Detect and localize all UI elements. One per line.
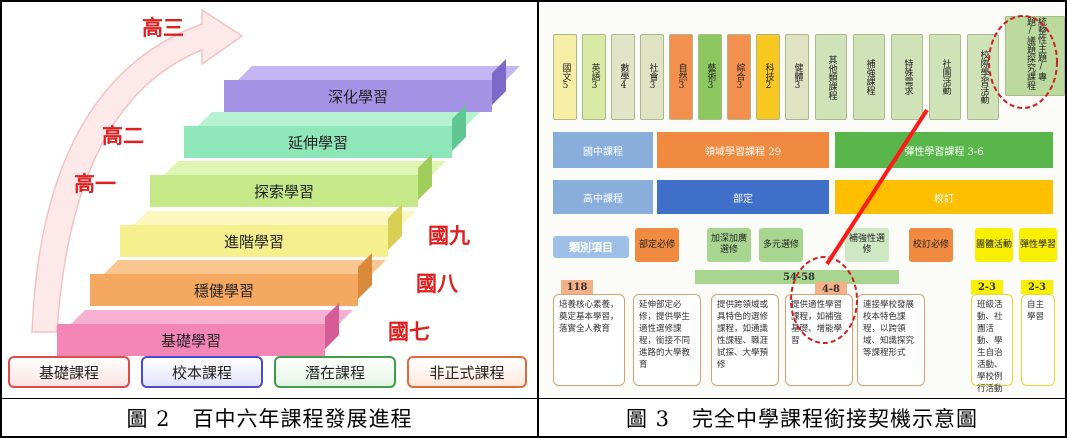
category-item: 校訂必修 — [909, 228, 953, 262]
subject-box: 藝術3 — [698, 34, 722, 120]
sh-school: 校訂 — [835, 180, 1053, 214]
grade-junior-1: 國九 — [428, 223, 470, 248]
step-2: 延伸學習 — [184, 105, 480, 158]
grade-high-3: 高一 — [74, 171, 116, 196]
group-activity-desc: 班級活動、社團活動、學生自治活動、學校例行活動 — [971, 294, 1013, 394]
credit-badge: 118 — [561, 280, 593, 294]
subject-box: 校際學習活動 — [967, 34, 999, 120]
category-item: 加深加廣選修 — [707, 228, 751, 262]
step-1: 深化學習 — [224, 59, 520, 112]
subject-box: 其他類課程 — [815, 34, 847, 120]
border-top — [0, 0, 1067, 2]
step-label: 探索學習 — [150, 175, 418, 207]
grade-junior-3: 國七 — [388, 319, 430, 344]
border-left — [0, 0, 2, 438]
subject-box: 特殊需求 — [891, 34, 923, 120]
subject-box: 健體3 — [785, 34, 809, 120]
grade-high-2: 高二 — [102, 123, 144, 148]
subject-box: 自然3 — [669, 34, 693, 120]
jh-flex: 彈性學習課程 3-6 — [835, 132, 1053, 168]
category-item: 補強性選修 — [845, 228, 889, 262]
grade-high-1: 高三 — [142, 15, 184, 40]
caption-figure-3: 圖 3 完全中學課程銜接契機示意圖 — [625, 407, 979, 431]
legend-item: 非正式課程 — [407, 356, 527, 388]
border-right — [1065, 0, 1067, 438]
legend-item: 校本課程 — [141, 356, 263, 388]
caption-divider — [0, 398, 1067, 399]
category-item: 團體活動 — [975, 228, 1013, 262]
row-label: 高中課程 — [553, 180, 653, 214]
subject-box: 科技2 — [756, 34, 780, 120]
subject-box: 社團活動 — [929, 34, 961, 120]
step-label: 穩健學習 — [90, 274, 358, 306]
step-4: 進階學習 — [120, 204, 416, 257]
growth-arrow-icon — [31, 8, 244, 333]
step-label: 基礎學習 — [57, 324, 325, 356]
step-label: 進階學習 — [120, 225, 388, 257]
jh-domain: 領域學習課程 29 — [657, 132, 829, 168]
subject-box: 統整性主題/專題/議題探究課程 — [1005, 16, 1065, 96]
legend-item: 潛在課程 — [274, 356, 396, 388]
legend-item: 基礎課程 — [8, 356, 130, 388]
subject-box: 數學4 — [611, 34, 635, 120]
figure-2-panel: 深化學習延伸學習探索學習進階學習穩健學習基礎學習 高三高二高一國九國八國七基礎課程… — [2, 2, 537, 398]
category-label: 類別項目 — [553, 236, 629, 258]
category-item: 部定必修 — [635, 228, 679, 262]
caption-figure-2: 圖 2 百中六年課程發展進程 — [126, 407, 413, 431]
border-bottom — [0, 436, 1067, 438]
category-item: 多元選修 — [759, 228, 803, 262]
course-desc: 培養核心素養，奠定基本學習，落實全人教育 — [553, 294, 625, 386]
step-label: 延伸學習 — [184, 126, 452, 158]
border-middle — [537, 0, 539, 438]
course-desc: 連接學校發展校本特色課程，以跨領域、知識探究等課程形式 — [857, 294, 925, 386]
row-label: 國中課程 — [553, 132, 653, 168]
course-desc: 延伸部定必修，提供學生適性選修課程，銜接不同進路的大學教育 — [633, 294, 701, 386]
step-5: 穩健學習 — [90, 253, 386, 306]
step-3: 探索學習 — [150, 154, 446, 207]
category-item: 彈性學習 — [1019, 228, 1057, 262]
flex-learning-desc: 自主學習 — [1021, 294, 1055, 386]
subject-box: 英語3 — [582, 34, 606, 120]
course-desc: 提供跨領域或具特色的選修課程，如通識性課程、職涯試探、大學預修 — [711, 294, 779, 386]
subject-box: 社會3 — [640, 34, 664, 120]
step-label: 深化學習 — [224, 80, 492, 112]
credit-badge: 2-3 — [971, 280, 1003, 294]
subject-box: 補強課程 — [853, 34, 885, 120]
subject-box: 國文5 — [553, 34, 577, 120]
step-6: 基礎學習 — [57, 303, 353, 356]
subject-box: 綜合3 — [727, 34, 751, 120]
grade-junior-2: 國八 — [416, 271, 458, 296]
sh-required: 部定 — [657, 180, 829, 214]
credit-badge: 2-3 — [1021, 280, 1053, 294]
course-desc: 提供適性學習課程，如補強基礎、增能學習 — [785, 294, 853, 386]
